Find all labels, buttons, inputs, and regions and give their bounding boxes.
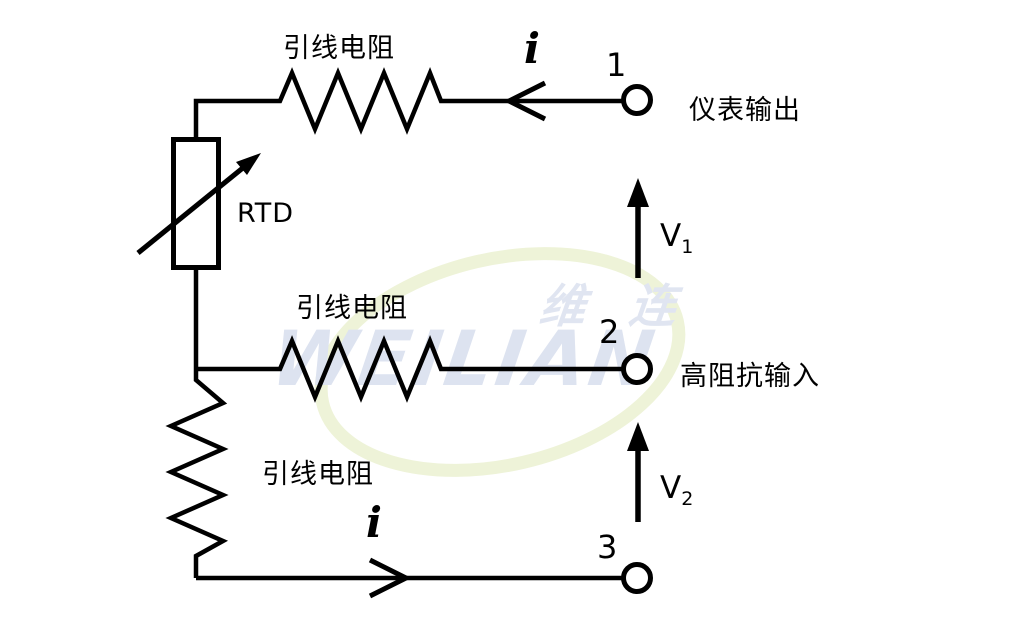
wire-middle-with-resistor bbox=[196, 334, 622, 403]
label-lead-resistance-middle: 引线电阻 bbox=[296, 293, 408, 324]
rtd-arrow-line bbox=[136, 165, 246, 255]
rtd-arrowhead-icon bbox=[236, 153, 261, 175]
label-current-top: i bbox=[524, 24, 540, 73]
voltage-1-base: V bbox=[660, 218, 682, 254]
label-terminal-2: 2 bbox=[599, 313, 620, 351]
v2-arrowhead-icon bbox=[627, 422, 649, 451]
voltage-2-subscript: 2 bbox=[681, 488, 694, 510]
label-lead-resistance-bottom: 引线电阻 bbox=[262, 459, 374, 490]
v1-arrowhead-icon bbox=[627, 178, 649, 207]
terminal-2-circle bbox=[621, 353, 653, 385]
terminal-1-circle bbox=[621, 84, 653, 116]
wire-left-with-resistor bbox=[165, 267, 229, 578]
wire-top-with-resistor bbox=[193, 66, 622, 140]
label-high-impedance-input: 高阻抗输入 bbox=[680, 361, 820, 392]
label-rtd: RTD bbox=[237, 198, 295, 229]
current-arrow-bottom-icon bbox=[368, 557, 412, 599]
label-terminal-3: 3 bbox=[597, 528, 618, 566]
voltage-2-base: V bbox=[660, 470, 682, 506]
label-lead-resistance-top: 引线电阻 bbox=[283, 33, 395, 64]
label-voltage-1: V1 bbox=[660, 218, 693, 258]
voltage-1-subscript: 1 bbox=[681, 236, 694, 258]
label-current-bottom: i bbox=[366, 498, 382, 547]
label-terminal-1: 1 bbox=[606, 46, 627, 84]
label-instrument-output: 仪表输出 bbox=[689, 95, 801, 126]
watermark-ellipse-icon bbox=[314, 247, 686, 477]
terminal-3-circle bbox=[621, 562, 653, 594]
label-voltage-2: V2 bbox=[660, 470, 693, 510]
current-arrow-top-icon bbox=[503, 80, 547, 122]
